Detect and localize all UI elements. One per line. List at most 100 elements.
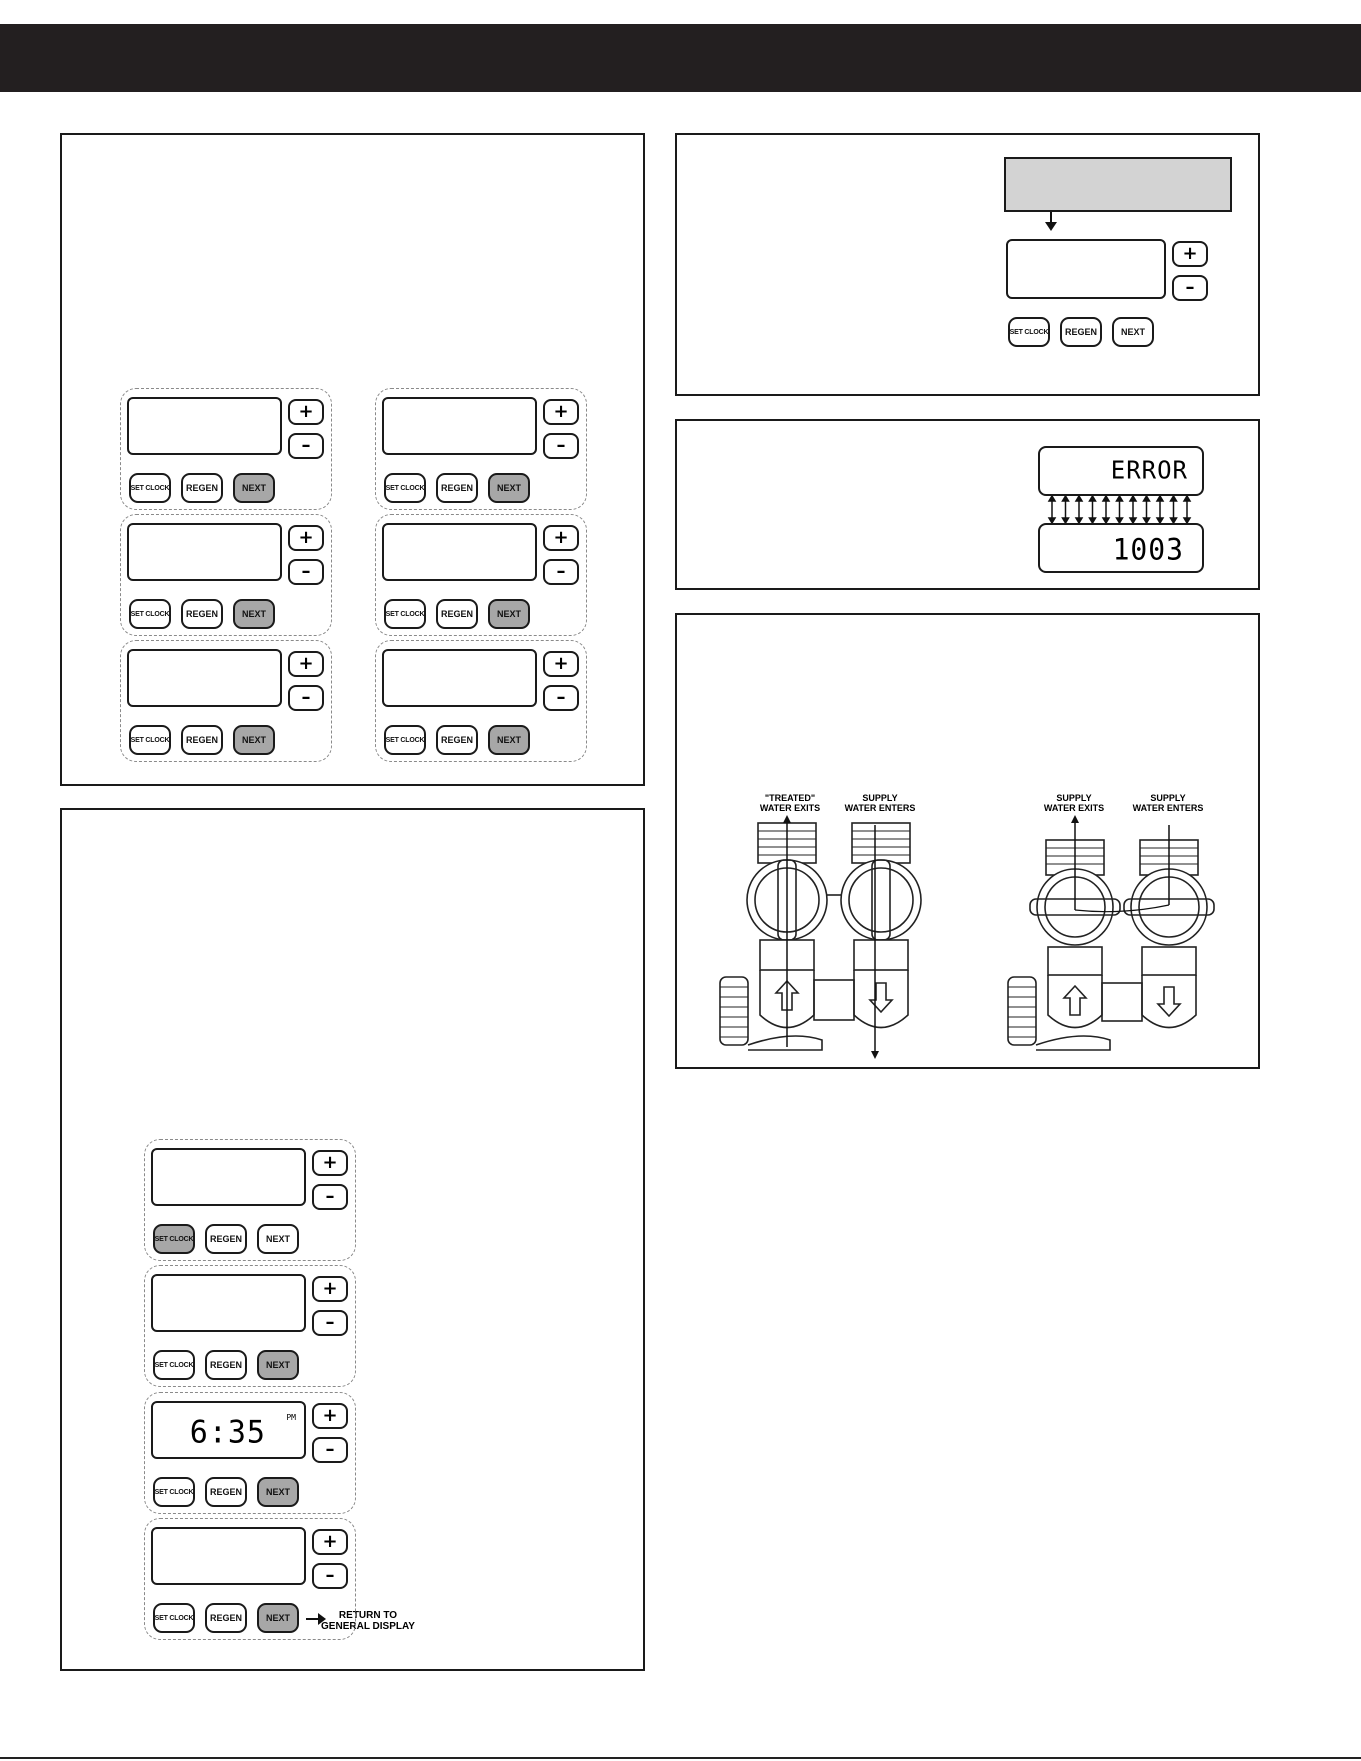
- minus-button[interactable]: –: [312, 1184, 348, 1210]
- lcd-display: [151, 1274, 306, 1332]
- set-clock-button[interactable]: SET CLOCK: [129, 599, 171, 629]
- regen-button[interactable]: REGEN: [205, 1477, 247, 1507]
- bypass-left-label: SUPPLY WATER EXITS: [1024, 793, 1124, 813]
- lcd-display: [1006, 239, 1166, 299]
- step-group-5: + – SET CLOCK REGEN NEXT: [120, 640, 332, 762]
- next-button[interactable]: NEXT: [257, 1603, 299, 1633]
- valve-service-illustration: [719, 815, 922, 1059]
- display-highlight-box: [1004, 157, 1232, 212]
- next-button[interactable]: NEXT: [488, 599, 530, 629]
- set-clock-button[interactable]: SET CLOCK: [1008, 317, 1050, 347]
- next-button[interactable]: NEXT: [488, 473, 530, 503]
- minus-button[interactable]: –: [312, 1437, 348, 1463]
- footer-rule: [0, 1757, 1361, 1759]
- error-text: ERROR: [1110, 455, 1188, 485]
- error-connector-arrows: [1047, 496, 1192, 523]
- regen-button[interactable]: REGEN: [181, 599, 223, 629]
- return-label-line2: GENERAL DISPLAY: [321, 1621, 415, 1632]
- lcd-display: [127, 523, 282, 581]
- plus-button[interactable]: +: [543, 399, 579, 425]
- regen-button[interactable]: REGEN: [1060, 317, 1102, 347]
- set-clock-button[interactable]: SET CLOCK: [384, 599, 426, 629]
- lcd-display: [151, 1527, 306, 1585]
- clock-step-2: + – SET CLOCK REGEN NEXT: [144, 1265, 356, 1387]
- regen-button[interactable]: REGEN: [436, 473, 478, 503]
- set-clock-button[interactable]: SET CLOCK: [153, 1603, 195, 1633]
- error-code: 1003: [1112, 532, 1184, 567]
- regen-button[interactable]: REGEN: [205, 1224, 247, 1254]
- regen-button[interactable]: REGEN: [205, 1603, 247, 1633]
- service-left-line1: "TREATED": [764, 793, 816, 803]
- plus-button[interactable]: +: [312, 1150, 348, 1176]
- step-group-4: + – SET CLOCK REGEN NEXT: [375, 514, 587, 636]
- valve-bypass-illustration: [1007, 815, 1215, 1051]
- pointer-line: [1050, 212, 1052, 224]
- minus-button[interactable]: –: [543, 433, 579, 459]
- clock-pm-indicator: PM: [286, 1413, 296, 1422]
- plus-button[interactable]: +: [288, 651, 324, 677]
- plus-button[interactable]: +: [1172, 241, 1208, 267]
- minus-button[interactable]: –: [288, 685, 324, 711]
- lcd-display: [127, 649, 282, 707]
- lcd-display: [151, 1148, 306, 1206]
- next-button[interactable]: NEXT: [233, 473, 275, 503]
- return-to-general-display-label: RETURN TO GENERAL DISPLAY: [318, 1610, 418, 1632]
- service-right-label: SUPPLY WATER ENTERS: [830, 793, 930, 813]
- plus-button[interactable]: +: [288, 399, 324, 425]
- bypass-left-line1: SUPPLY: [1056, 793, 1092, 803]
- error-display-bottom: 1003: [1038, 523, 1204, 573]
- clock-step-4: + – SET CLOCK REGEN NEXT: [144, 1518, 356, 1640]
- bypass-right-label: SUPPLY WATER ENTERS: [1118, 793, 1218, 813]
- step-group-1: + – SET CLOCK REGEN NEXT: [120, 388, 332, 510]
- regen-button[interactable]: REGEN: [205, 1350, 247, 1380]
- set-clock-button[interactable]: SET CLOCK: [129, 473, 171, 503]
- regen-button[interactable]: REGEN: [181, 725, 223, 755]
- clock-time: 6:35: [189, 1414, 266, 1451]
- clock-step-1: + – SET CLOCK REGEN NEXT: [144, 1139, 356, 1261]
- minus-button[interactable]: –: [1172, 275, 1208, 301]
- error-display-top: ERROR: [1038, 446, 1204, 496]
- next-button[interactable]: NEXT: [233, 725, 275, 755]
- pointer-arrow-head: [1045, 222, 1057, 231]
- plus-button[interactable]: +: [288, 525, 324, 551]
- set-clock-button[interactable]: SET CLOCK: [153, 1350, 195, 1380]
- lcd-display: 6:35 PM: [151, 1401, 306, 1459]
- set-clock-button[interactable]: SET CLOCK: [153, 1224, 195, 1254]
- plus-button[interactable]: +: [312, 1529, 348, 1555]
- set-clock-button[interactable]: SET CLOCK: [153, 1477, 195, 1507]
- next-button[interactable]: NEXT: [233, 599, 275, 629]
- service-left-label: "TREATED" WATER EXITS: [740, 793, 840, 813]
- next-button[interactable]: NEXT: [1112, 317, 1154, 347]
- minus-button[interactable]: –: [543, 559, 579, 585]
- bypass-right-line2: WATER ENTERS: [1132, 803, 1204, 813]
- regen-button[interactable]: REGEN: [436, 725, 478, 755]
- bypass-right-line1: SUPPLY: [1150, 793, 1186, 803]
- minus-button[interactable]: –: [312, 1310, 348, 1336]
- minus-button[interactable]: –: [312, 1563, 348, 1589]
- lcd-display: [127, 397, 282, 455]
- next-button[interactable]: NEXT: [257, 1350, 299, 1380]
- regen-button[interactable]: REGEN: [181, 473, 223, 503]
- step-group-6: + – SET CLOCK REGEN NEXT: [375, 640, 587, 762]
- plus-button[interactable]: +: [312, 1403, 348, 1429]
- step-group-2: + – SET CLOCK REGEN NEXT: [375, 388, 587, 510]
- lcd-display: [382, 649, 537, 707]
- plus-button[interactable]: +: [543, 525, 579, 551]
- set-clock-button[interactable]: SET CLOCK: [129, 725, 171, 755]
- next-button[interactable]: NEXT: [488, 725, 530, 755]
- set-clock-button[interactable]: SET CLOCK: [384, 473, 426, 503]
- plus-button[interactable]: +: [312, 1276, 348, 1302]
- set-clock-button[interactable]: SET CLOCK: [384, 725, 426, 755]
- minus-button[interactable]: –: [288, 433, 324, 459]
- minus-button[interactable]: –: [288, 559, 324, 585]
- return-arrow-head: [318, 1613, 326, 1625]
- plus-button[interactable]: +: [543, 651, 579, 677]
- header-bar: [0, 24, 1361, 92]
- minus-button[interactable]: –: [543, 685, 579, 711]
- lcd-display: [382, 523, 537, 581]
- regen-button[interactable]: REGEN: [436, 599, 478, 629]
- next-button[interactable]: NEXT: [257, 1477, 299, 1507]
- service-right-line2: WATER ENTERS: [844, 803, 916, 813]
- next-button[interactable]: NEXT: [257, 1224, 299, 1254]
- lcd-display: [382, 397, 537, 455]
